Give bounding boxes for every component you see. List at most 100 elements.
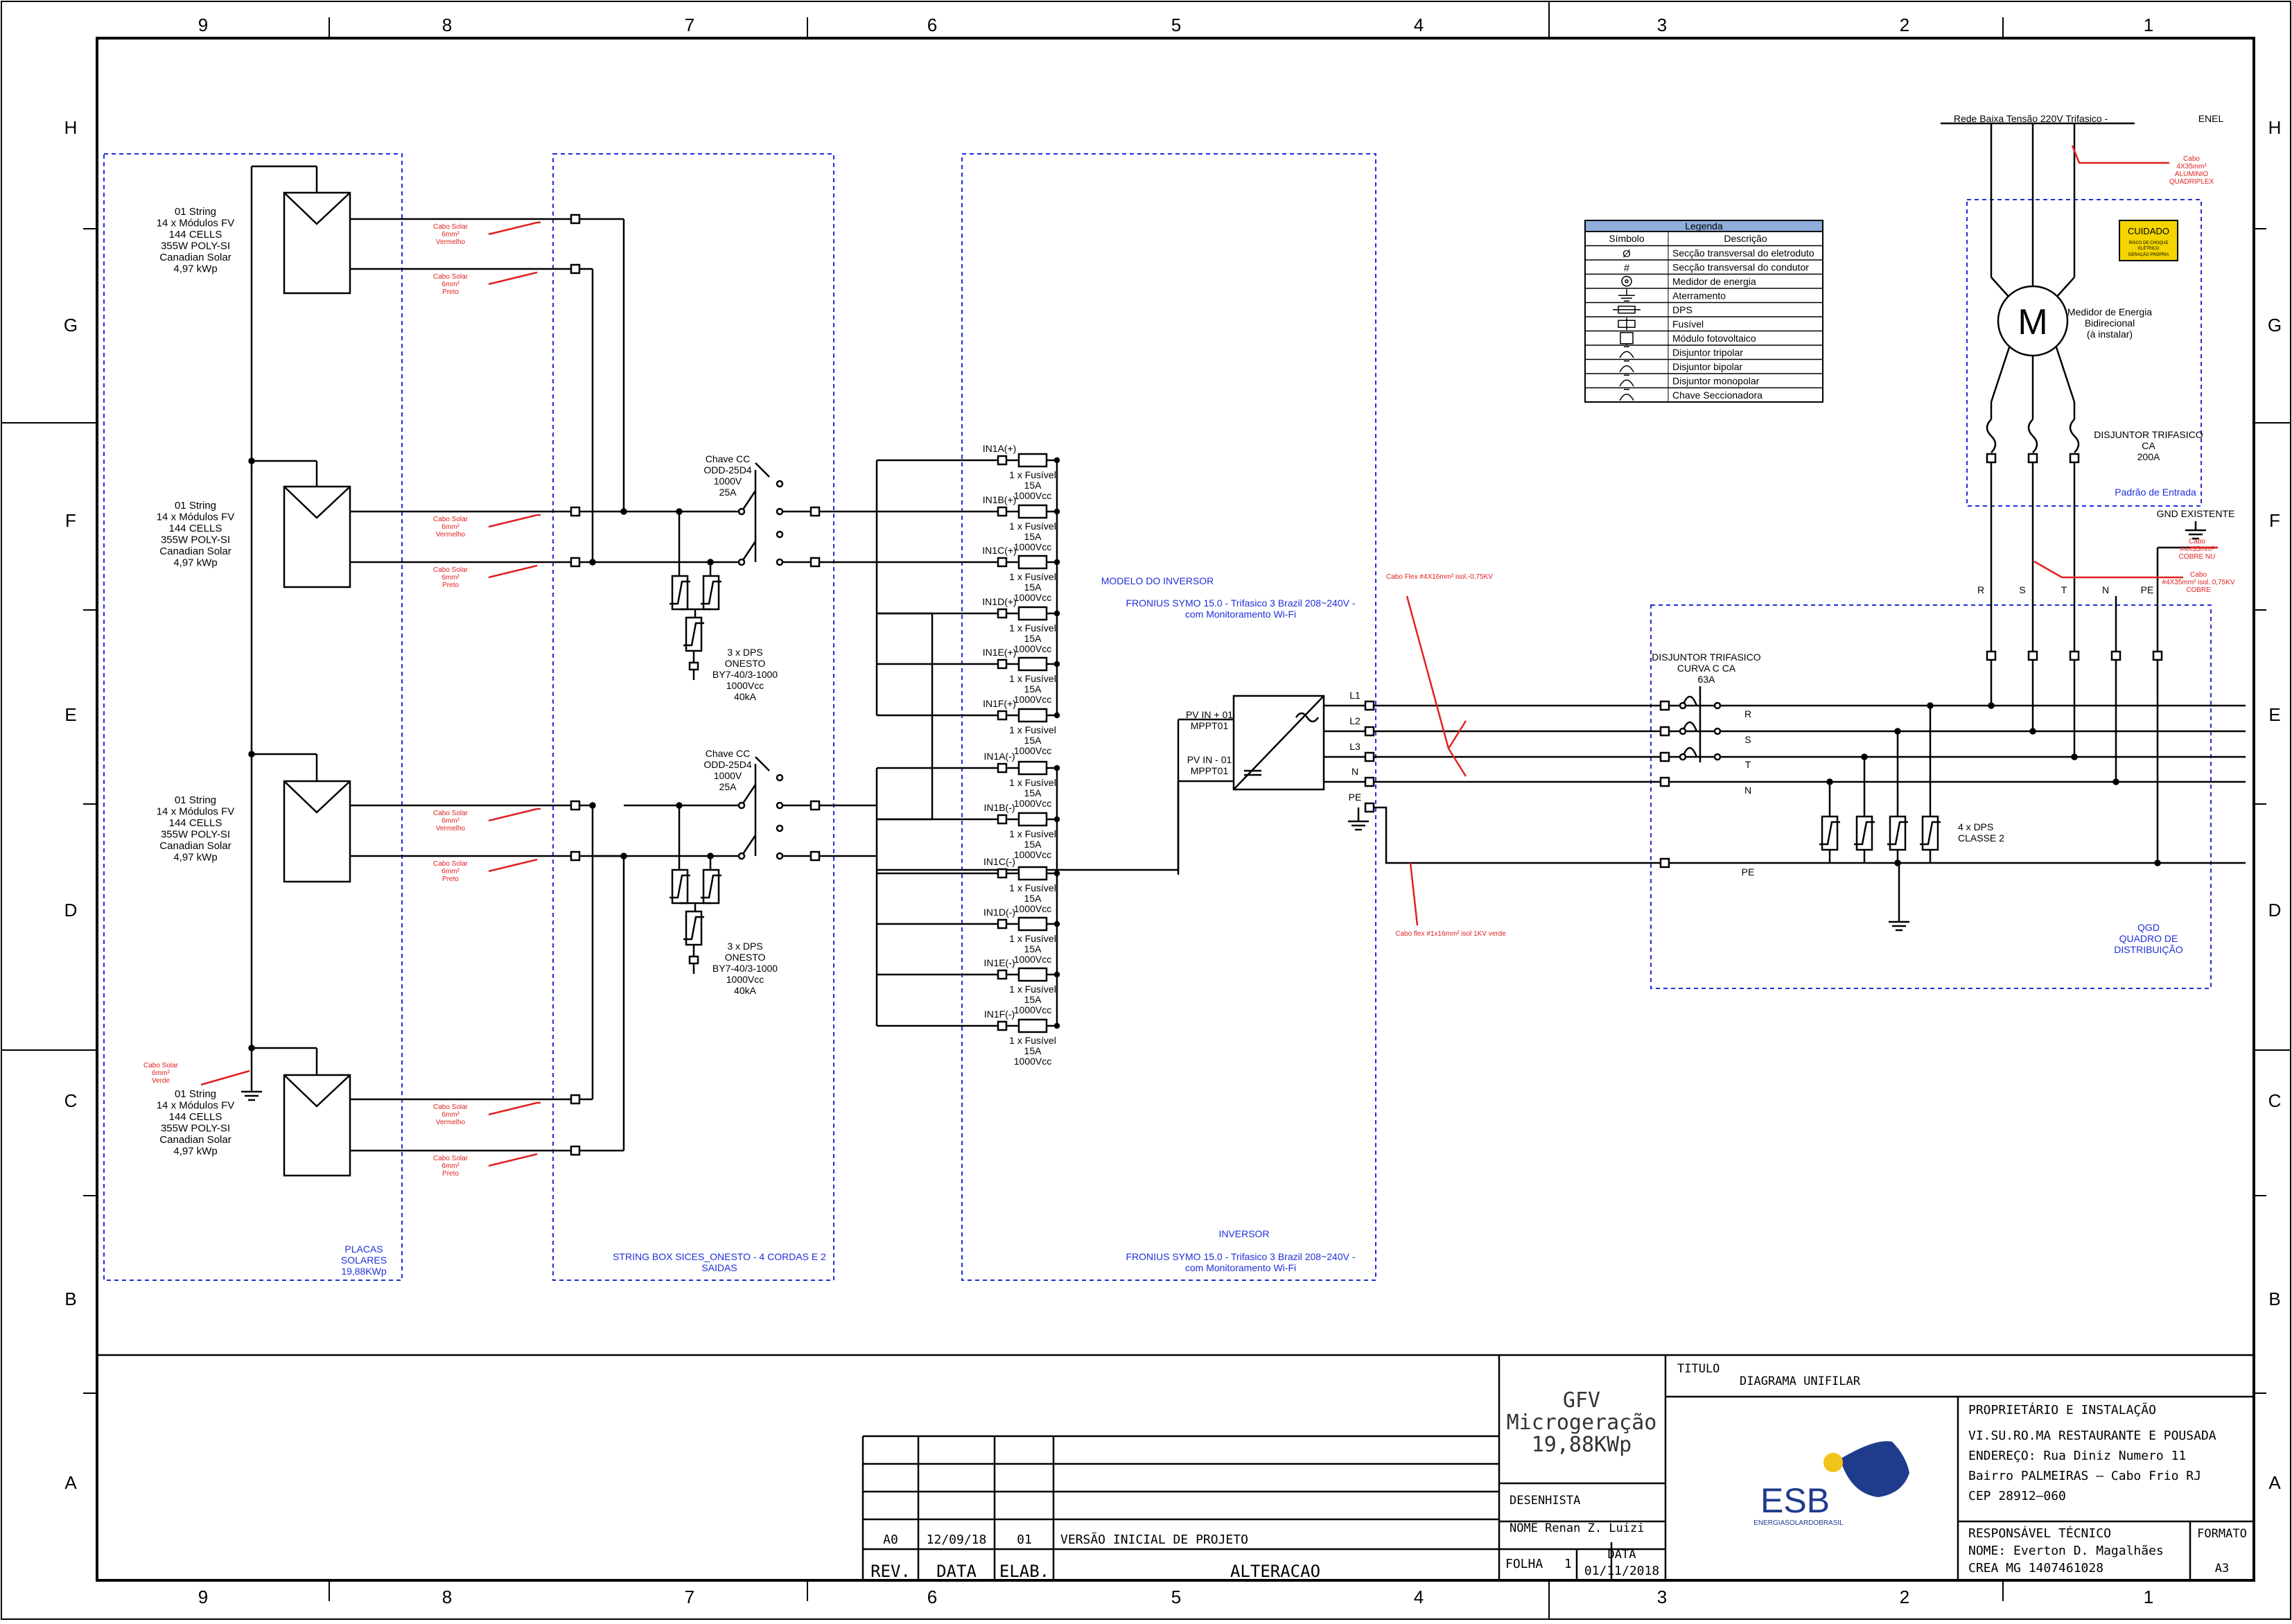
cable-note-line (488, 271, 538, 286)
terminal-icon (997, 710, 1008, 721)
legend-desc: Secção transversal do eletroduto (1672, 247, 1814, 259)
pv-module-icon (283, 191, 351, 295)
cable-note: 6mm² (441, 281, 460, 288)
fuse-icon (1017, 453, 1048, 468)
inverter-output-label: L2 (1349, 715, 1361, 726)
fuse-spec: 1000Vcc (1014, 849, 1051, 860)
terminal-icon (1659, 726, 1670, 737)
pv-module-icon (283, 780, 351, 814)
sun-icon (1823, 1453, 1843, 1472)
solar-label: PLACAS (344, 1243, 383, 1255)
fuse-spec: 1000Vcc (1014, 694, 1051, 705)
terminal-icon (570, 1094, 581, 1105)
rev-header: ELAB. (999, 1562, 1049, 1581)
cable-note: Verde (152, 1077, 170, 1085)
terminal-icon (570, 263, 581, 274)
fuse-spec: 1000Vcc (1014, 592, 1051, 603)
terminal-icon (1659, 700, 1670, 711)
dps-icon (1887, 821, 1908, 846)
switch-contact (737, 801, 746, 810)
string-spec: 144 CELLS (169, 229, 222, 241)
breaker-contact (1679, 753, 1687, 761)
fuse-spec: 15A (1024, 683, 1042, 695)
cable-note: Cabo Solar (433, 860, 469, 868)
dps-icon (1613, 306, 1641, 314)
cable-note-line (1447, 720, 1467, 749)
cable-note-line (488, 1153, 538, 1167)
fuse-spec: 15A (1024, 893, 1042, 904)
fuse-id: IN1D(-) (983, 907, 1015, 918)
junction-dot (676, 508, 683, 515)
cable-note: Vermelho (436, 531, 466, 539)
rev-elab: 01 (1017, 1533, 1032, 1547)
junction-dot (248, 1045, 255, 1051)
junction-dot (1053, 1022, 1060, 1029)
terminal-icon (570, 850, 581, 862)
junction-dot (1053, 661, 1060, 667)
grid-row-label: F (65, 510, 76, 531)
qgd-phase-label: S (1744, 734, 1751, 745)
fuse-spec: 1000Vcc (1014, 798, 1051, 809)
grid-col-label: 2 (1900, 15, 1909, 35)
terminal-icon (570, 557, 581, 568)
breaker3-icon (1619, 346, 1634, 358)
meter-icon (1997, 285, 2069, 357)
switch-blade (740, 835, 757, 857)
terminal-icon (1364, 802, 1375, 813)
fuse-id: IN1E(-) (983, 957, 1015, 968)
warning-text: RISCO DE CHOQUE (2128, 241, 2168, 245)
string-spec: 4,97 kWp (173, 557, 217, 569)
cable-note-line (488, 221, 538, 236)
fuse-spec: 15A (1024, 735, 1042, 746)
bus-label: R (1977, 584, 1984, 595)
wire (1990, 344, 2011, 403)
terminal-icon (997, 506, 1008, 517)
junction-dot (589, 559, 596, 566)
cable-note: QUADRIPLEX (2169, 178, 2214, 186)
dps-icon (683, 622, 704, 647)
chave-cc-label: Chave CC (706, 748, 751, 759)
inverter-output-label: N (1351, 766, 1358, 777)
pv-in-label: PV IN - 01 (1187, 754, 1232, 765)
breaker-icon (1986, 419, 1997, 453)
switch-blade (740, 490, 757, 512)
string-spec: 14 x Módulos FV (157, 512, 235, 523)
fuse-spec: 1000Vcc (1014, 903, 1051, 914)
dps-icon (1889, 815, 1907, 851)
dps-cc-label: 3 x DPS (727, 941, 762, 952)
legend-desc: Fusível (1672, 319, 1704, 330)
owner-line: CEP 28912–060 (1968, 1489, 2066, 1503)
grid-row-label: G (64, 315, 78, 335)
wire (2054, 344, 2076, 403)
titulo-label: TITULO (1677, 1362, 1720, 1376)
chave-cc-label: Chave CC (706, 453, 751, 464)
junction-dot (1053, 457, 1060, 464)
fuse-spec: 1 x Fusível (1009, 777, 1056, 788)
cable-note: Preto (442, 582, 459, 589)
titulo-value: DIAGRAMA UNIFILAR (1740, 1374, 1861, 1388)
fuse-icon (1618, 317, 1636, 331)
grid-col-label: 3 (1657, 1587, 1667, 1607)
fuse-spec: 1000Vcc (1014, 954, 1051, 965)
wire (2055, 277, 2075, 299)
switch-contact (776, 480, 784, 488)
dps-cc-label: 40kA (734, 691, 757, 702)
terminal-icon (997, 1020, 1008, 1031)
rev-header: REV. (871, 1562, 911, 1581)
terminal-icon (997, 455, 1008, 466)
grid-col-label: 7 (685, 15, 694, 35)
string-spec: 01 String (175, 500, 216, 512)
inverter-footer-title: INVERSOR (1218, 1228, 1269, 1239)
terminal-icon (810, 850, 821, 862)
cable-note: COBRE (2186, 586, 2211, 594)
resp-crea: CREA MG 1407461028 (1968, 1561, 2103, 1575)
dps-icon (1855, 815, 1873, 851)
junction-dot (1053, 870, 1060, 877)
inverter-icon (1233, 695, 1324, 790)
terminal-icon (997, 557, 1008, 568)
breaker-contact (1713, 727, 1722, 735)
junction-dot (2112, 778, 2119, 785)
